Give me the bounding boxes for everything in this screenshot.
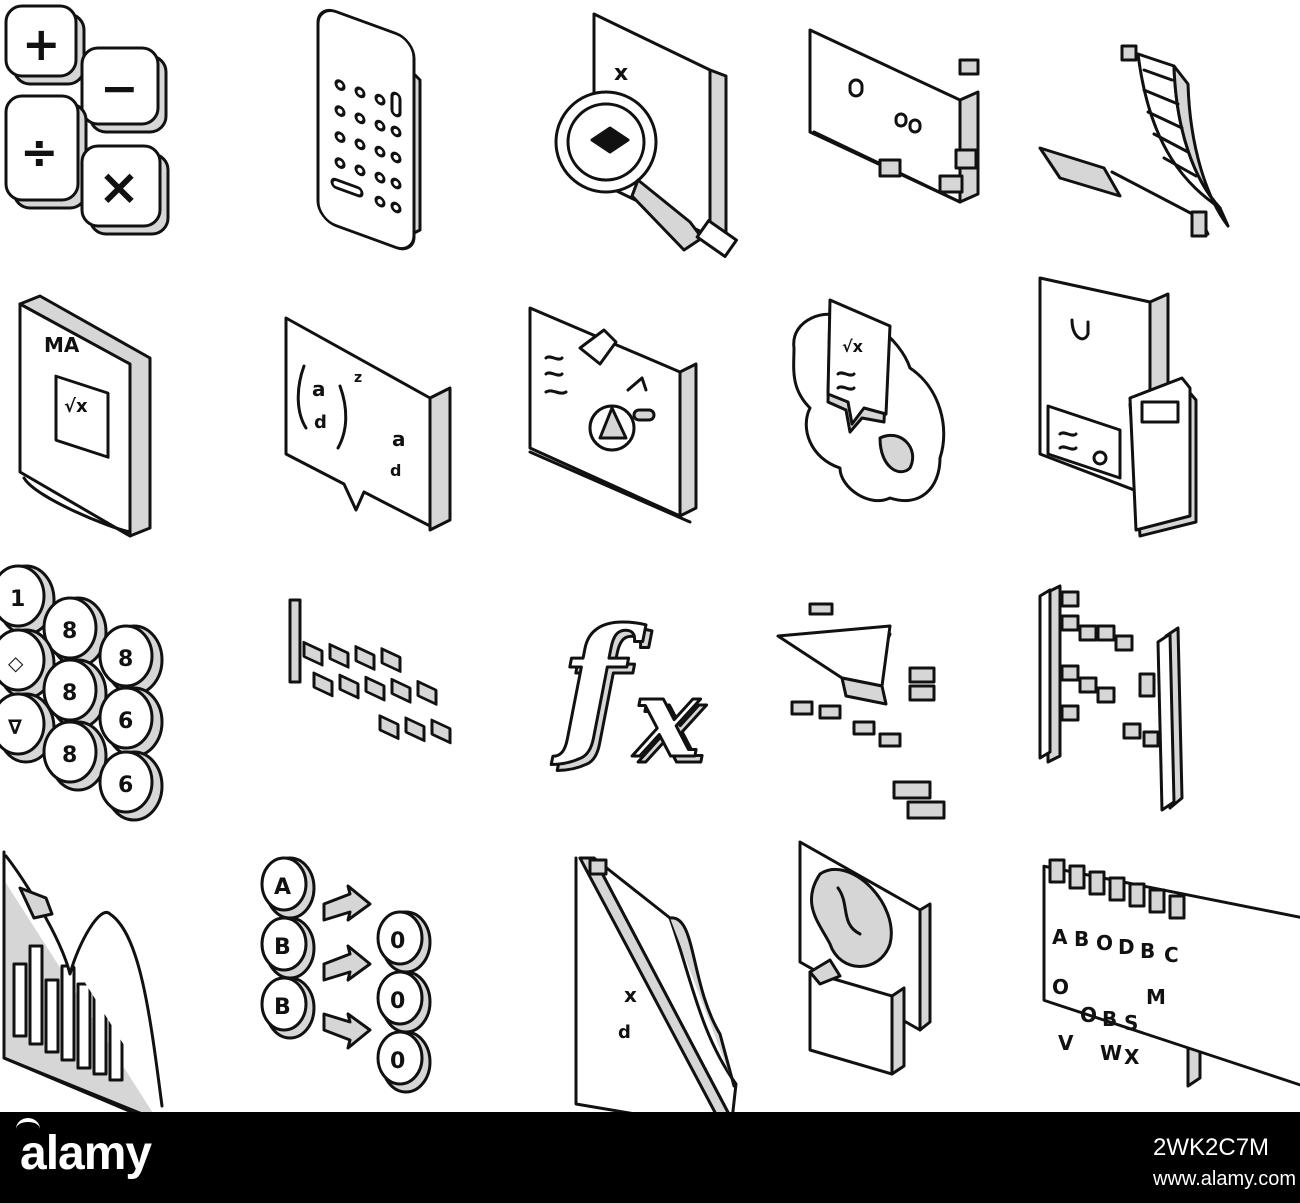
alphabet-board-icon: A B O D B C O M O B S V W X	[1040, 834, 1300, 1112]
svg-text:−: −	[100, 61, 139, 115]
matrix-message-icon: a d z a d	[260, 278, 520, 556]
math-book-icon: MA √x	[0, 278, 260, 556]
svg-text:B: B	[274, 935, 291, 960]
svg-text:d: d	[314, 412, 327, 433]
function-fx-icon: f f x x	[520, 556, 780, 834]
numbers-icon: 1 8 ◇ 8 8 ∇ 6 8 6	[0, 556, 260, 834]
brain-puzzle-icon	[780, 834, 1040, 1112]
svg-text:f: f	[551, 596, 646, 772]
statistics-chart-icon	[0, 834, 260, 1126]
matrix-brackets-icon	[1038, 556, 1300, 834]
svg-text:V: V	[1058, 1031, 1074, 1055]
svg-text:√x: √x	[842, 337, 864, 356]
svg-text:x: x	[632, 653, 701, 782]
svg-text:a: a	[312, 377, 326, 401]
svg-text:x: x	[614, 61, 628, 86]
svg-text:z: z	[354, 370, 362, 386]
svg-text:B: B	[274, 995, 291, 1020]
board-icon	[780, 0, 1040, 278]
svg-text:0: 0	[390, 1049, 405, 1074]
svg-text:x: x	[624, 983, 637, 1007]
calculator-phone-icon	[260, 0, 520, 278]
image-id: 2WK2C7M	[1153, 1134, 1270, 1161]
svg-text:A: A	[274, 875, 291, 900]
svg-text:d: d	[390, 461, 401, 480]
svg-text:A: A	[1052, 925, 1068, 949]
svg-text:B: B	[1102, 1007, 1117, 1031]
brain-formula-icon: √x	[780, 278, 1040, 556]
svg-text:8: 8	[62, 743, 77, 768]
search-formula-icon: x	[520, 0, 780, 278]
calculator-notes-icon	[1038, 276, 1300, 556]
svg-text:∇: ∇	[8, 715, 22, 739]
triangle-formula-icon	[776, 556, 1040, 834]
svg-text:D: D	[1118, 935, 1135, 959]
svg-text:6: 6	[118, 709, 133, 734]
graph-formula-icon: d x	[520, 834, 780, 1132]
svg-text:8: 8	[118, 647, 133, 672]
svg-text:O: O	[1080, 1003, 1097, 1027]
svg-text:x: x	[638, 659, 707, 788]
graph-area-icon	[1038, 0, 1300, 278]
svg-text:×: ×	[98, 158, 140, 216]
svg-text:O: O	[1096, 931, 1113, 955]
svg-text:√x: √x	[64, 396, 88, 417]
svg-text:B: B	[1140, 939, 1155, 963]
svg-text:÷: ÷	[20, 125, 59, 179]
svg-text:8: 8	[62, 619, 77, 644]
svg-text:+: +	[22, 17, 61, 71]
alamy-logo: alamy	[20, 1127, 152, 1180]
svg-text:d: d	[618, 1022, 631, 1043]
svg-text:O: O	[1052, 975, 1069, 999]
geometry-board-icon	[520, 278, 780, 556]
svg-text:M: M	[1146, 985, 1166, 1009]
icon-grid: + − ÷ × x	[0, 0, 1300, 1132]
svg-text:C: C	[1164, 943, 1179, 967]
svg-text:6: 6	[118, 773, 133, 798]
svg-text:B: B	[1074, 927, 1089, 951]
svg-text:a: a	[392, 427, 406, 451]
svg-text:0: 0	[390, 929, 405, 954]
logic-diagram-icon: A B B 0 0 0	[260, 834, 520, 1112]
svg-text:1: 1	[10, 587, 25, 612]
svg-text:MA: MA	[44, 333, 80, 357]
alamy-logo-mark-icon	[16, 1118, 40, 1140]
svg-text:◇: ◇	[8, 651, 24, 675]
math-operations-icon: + − ÷ ×	[0, 0, 260, 278]
svg-text:8: 8	[62, 681, 77, 706]
svg-text:0: 0	[390, 989, 405, 1014]
stock-watermark-banner: alamy 2WK2C7M www.alamy.com	[0, 1112, 1300, 1203]
site-url: www.alamy.com	[1153, 1168, 1296, 1190]
svg-text:X: X	[1124, 1045, 1140, 1069]
svg-text:S: S	[1124, 1011, 1138, 1035]
equation-icon	[260, 556, 520, 834]
svg-text:W: W	[1100, 1041, 1122, 1065]
